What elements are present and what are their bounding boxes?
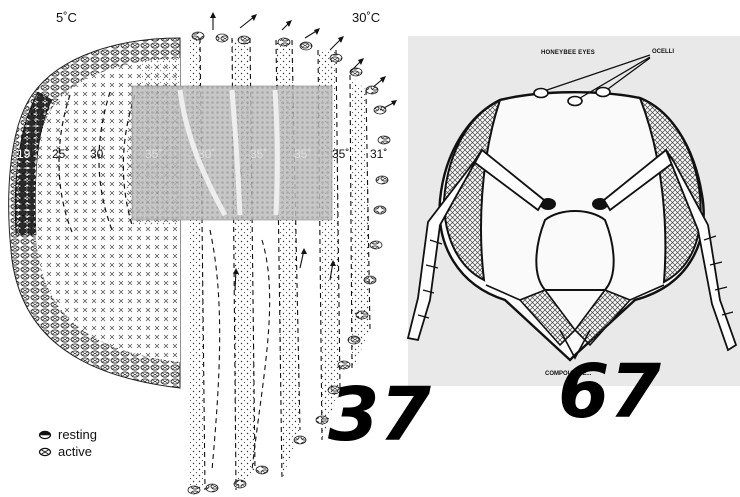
ocelli-label: OCELLI — [652, 49, 674, 55]
temp-35-b: 35˚ — [250, 147, 267, 161]
resting-bee-icon — [38, 430, 52, 440]
figure-number-67: 67 — [558, 355, 661, 429]
honeybee-head-figure — [408, 36, 740, 386]
temp-warm-label: 30˚C — [352, 10, 380, 25]
legend-item-resting: resting — [38, 426, 97, 443]
temp-35-a: 35˚ — [145, 147, 162, 161]
legend-resting-label: resting — [58, 427, 97, 442]
temp-30-left: 30 — [90, 147, 103, 161]
temp-cold-label: 5˚C — [56, 10, 77, 25]
legend-active-label: active — [58, 444, 92, 459]
temp-35-c: 35˚ — [294, 147, 311, 161]
legend: resting active — [38, 426, 97, 460]
active-bee-icon — [38, 447, 52, 457]
legend-item-active: active — [38, 443, 97, 460]
figure-number-37: 37 — [328, 378, 431, 452]
temp-35-d: 35˚ — [332, 147, 349, 161]
temp-25: 25˚ — [52, 147, 69, 161]
honeybee-eyes-title: HONEYBEE EYES — [541, 50, 595, 56]
temp-30-b: 30˚ — [198, 147, 215, 161]
temp-31: 31˚ — [370, 147, 387, 161]
temp-19: 19 — [17, 147, 30, 161]
